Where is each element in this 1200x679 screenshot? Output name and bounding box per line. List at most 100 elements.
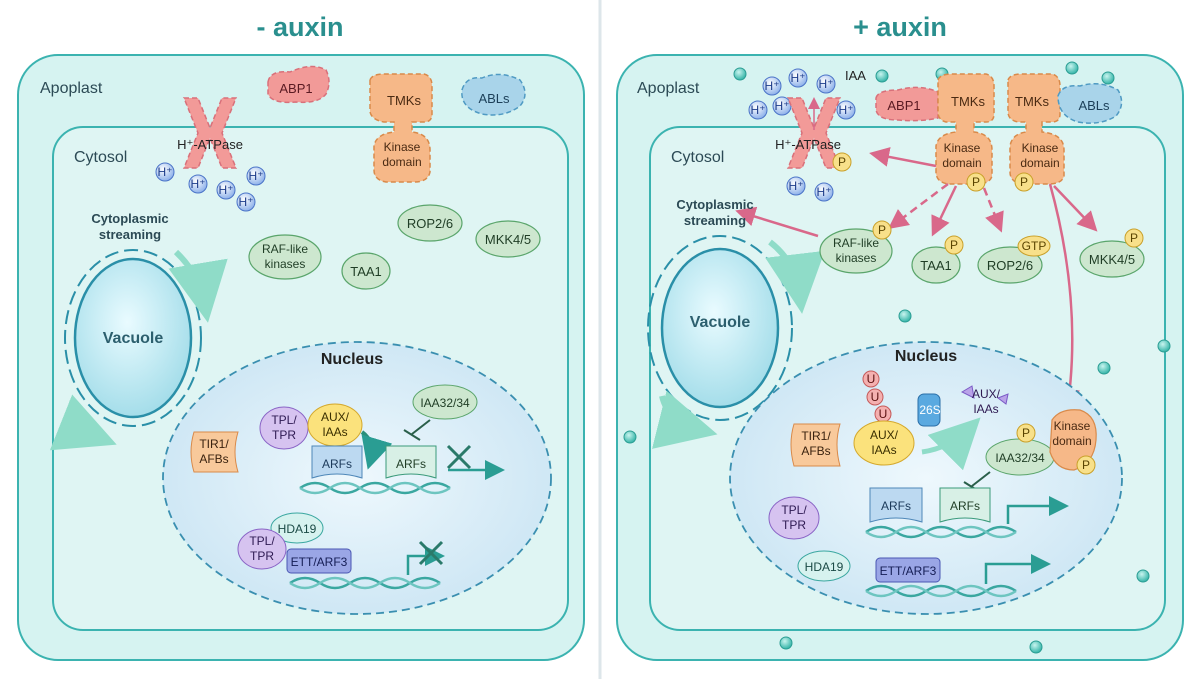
- right-h-atpase-label: H⁺-ATPase: [775, 137, 841, 152]
- right-streaming-arrow-bottom: [651, 390, 718, 449]
- right-streaming-arrow-top: [765, 239, 825, 314]
- right-kinase-1-label-2: domain: [942, 156, 981, 170]
- right-panel: + auxin Apoplast Cytosol IAA: [616, 12, 1184, 661]
- svg-text:P: P: [878, 223, 886, 237]
- left-h-atpase-label: H⁺-ATPase: [177, 137, 243, 152]
- p-badge-tmk2: P: [1014, 172, 1034, 192]
- right-tmks-label-1: TMKs: [951, 94, 985, 109]
- h-ion-label: H⁺: [191, 177, 206, 191]
- right-abp1: ABP1: [875, 86, 939, 122]
- left-aux-iaas: AUX/ IAAs: [307, 403, 363, 447]
- left-h-ions: H⁺ H⁺ H⁺ H⁺ H⁺: [155, 162, 266, 212]
- mkk-label: MKK4/5: [485, 232, 531, 247]
- arfs-label: ARFs: [322, 457, 352, 471]
- raf-r-label-1: RAF-like: [833, 236, 879, 250]
- p-badge-atpase: P: [832, 152, 852, 172]
- right-tmks-2: TMKs Kinase domain P: [1007, 73, 1065, 192]
- gtp-label: GTP: [1022, 239, 1047, 253]
- arfs-r2-label: ARFs: [950, 499, 980, 513]
- raf-label-2: kinases: [265, 257, 306, 271]
- right-abp1-label: ABP1: [887, 98, 920, 113]
- h-ion-label: H⁺: [765, 79, 780, 93]
- tpl-label-2: TPR: [272, 428, 296, 442]
- tpl-r-label-2: TPR: [782, 518, 806, 532]
- right-abls: ABLs: [1057, 83, 1123, 124]
- svg-text:P: P: [1022, 426, 1030, 440]
- right-taa1: TAA1 P: [911, 235, 964, 284]
- left-inhibition-bar: [403, 419, 431, 441]
- ett-label: ETT/ARF3: [291, 555, 348, 569]
- left-tpl-tpr: TPL/ TPR: [259, 406, 309, 450]
- right-tir1-afbs: TIR1/ AFBs: [790, 423, 841, 467]
- ett-r-label: ETT/ARF3: [880, 564, 937, 578]
- left-dna-2: [289, 576, 441, 590]
- left-tmks-label: TMKs: [387, 93, 421, 108]
- right-vacuole: Vacuole: [647, 235, 825, 449]
- left-tpl-tpr-2: TPL/ TPR: [237, 528, 287, 570]
- left-taa1: TAA1: [341, 252, 391, 290]
- left-kinase-label-2: domain: [382, 155, 421, 169]
- right-nucleus: Nucleus U U U 26S AUX/ IAAs: [729, 341, 1123, 615]
- mkk-r-label: MKK4/5: [1089, 252, 1135, 267]
- taa1-label: TAA1: [350, 264, 382, 279]
- left-abp1: ABP1: [267, 65, 330, 104]
- left-abp1-label: ABP1: [279, 81, 312, 96]
- aux-label-2: IAAs: [322, 425, 347, 439]
- right-tpl-tpr: TPL/ TPR: [768, 496, 820, 540]
- hda19-label: HDA19: [278, 522, 317, 536]
- tir1-r-label-1: TIR1/: [801, 429, 831, 443]
- ubiquitin-label: U: [879, 407, 888, 421]
- ubiquitin-label: U: [867, 372, 876, 386]
- right-dna-1: [865, 525, 1017, 539]
- arfs-r1-label: ARFs: [881, 499, 911, 513]
- arfs2-label: ARFs: [396, 457, 426, 471]
- ubiquitin-chain: U U U: [862, 370, 892, 423]
- deg-aux-label-2: IAAs: [973, 402, 998, 416]
- p-badge-tmk1: P: [966, 172, 986, 192]
- left-vacuole-label: Vacuole: [103, 330, 164, 347]
- right-vacuole-label: Vacuole: [690, 314, 751, 331]
- h-ion-label: H⁺: [751, 103, 766, 117]
- left-actin-filaments: [64, 249, 202, 427]
- right-apoplast-label: Apoplast: [637, 80, 700, 97]
- deg-aux-label-1: AUX/: [972, 387, 1001, 401]
- hda19-r-label: HDA19: [805, 560, 844, 574]
- right-cytosol-label: Cytosol: [671, 149, 724, 166]
- left-block-x-2: [418, 540, 444, 566]
- tir1-label-1: TIR1/: [199, 437, 229, 451]
- right-arfs-1: ARFs: [869, 487, 923, 523]
- left-dna-1: [299, 481, 451, 495]
- h-ion-label: H⁺: [817, 185, 832, 199]
- h-ion-label: H⁺: [839, 103, 854, 117]
- right-nucleus-label: Nucleus: [895, 348, 957, 365]
- raf-label-1: RAF-like: [262, 242, 308, 256]
- right-transcription-arrow-2: [984, 554, 1051, 584]
- left-streaming-label-1: Cytoplasmic: [91, 211, 168, 226]
- left-repression-arrow: [360, 430, 393, 470]
- left-arfs-repressed: ARFs: [311, 445, 363, 479]
- left-abls: ABLs: [461, 73, 526, 116]
- right-kinase-2-label-1: Kinase: [1022, 141, 1059, 155]
- svg-text:P: P: [838, 155, 846, 169]
- right-dna-2: [865, 584, 1017, 598]
- right-abls-label: ABLs: [1078, 98, 1110, 113]
- h-ion-label: H⁺: [789, 179, 804, 193]
- right-tmks-label-2: TMKs: [1015, 94, 1049, 109]
- left-h-atpase: H⁺-ATPase: [177, 97, 243, 169]
- left-block-x-1: [446, 444, 472, 470]
- left-streaming-label-2: streaming: [99, 227, 161, 242]
- svg-text:P: P: [1020, 175, 1028, 189]
- h-ion-label: H⁺: [249, 169, 264, 183]
- right-tmks-1: TMKs Kinase domain P: [935, 73, 995, 192]
- raf-r-label-2: kinases: [836, 251, 877, 265]
- taa1-r-label: TAA1: [920, 258, 952, 273]
- right-raf-like-kinases: RAF-like kinases P: [819, 220, 893, 274]
- left-tir1-afbs: TIR1/ AFBs: [190, 431, 239, 473]
- left-kinase-label-1: Kinase: [384, 140, 421, 154]
- tmk-signaling-arrows: [735, 147, 1098, 409]
- left-cytosol-label: Cytosol: [74, 149, 127, 166]
- ubiquitin-label: U: [871, 390, 880, 404]
- degradation-arrow: [921, 417, 981, 471]
- aux-r-label-2: IAAs: [871, 443, 896, 457]
- right-rop26: ROP2/6 GTP: [977, 235, 1051, 284]
